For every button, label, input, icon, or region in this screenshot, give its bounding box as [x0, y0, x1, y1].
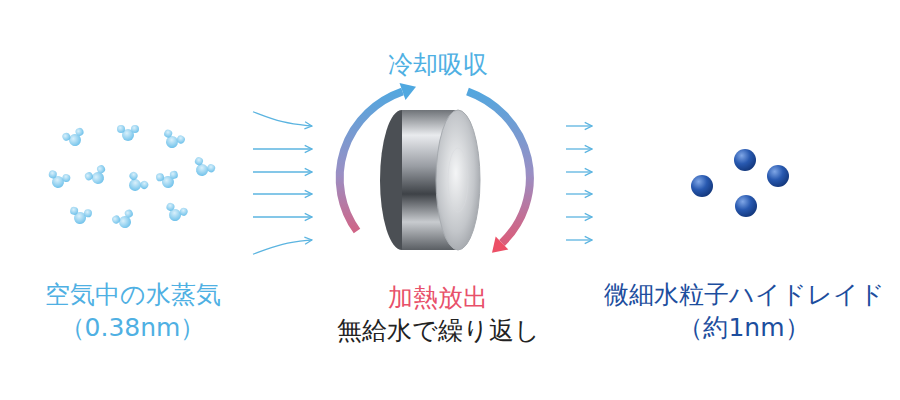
flow-line	[253, 148, 312, 149]
group-note: （0.38nm）	[60, 311, 206, 345]
flow-arrows	[566, 126, 592, 240]
vapour-molecules	[46, 125, 217, 232]
flow-line	[253, 240, 312, 254]
water-particles	[691, 149, 789, 217]
flow-line	[566, 148, 592, 149]
flow-line	[253, 216, 312, 217]
flow-line	[253, 193, 312, 194]
flow-line	[566, 216, 592, 217]
particle-group: 微細水粒子ハイドレイド（約1nm）	[598, 100, 890, 345]
group-note: 無給水で繰り返し	[337, 314, 540, 348]
flow-line	[253, 112, 312, 126]
flow-line	[566, 171, 592, 172]
group-title: 空気中の水蒸気	[45, 278, 221, 312]
group-note: 加熱放出	[388, 281, 488, 315]
flow-line	[253, 171, 312, 172]
flow-line	[566, 125, 592, 126]
flow-arrows	[253, 112, 312, 255]
group-title: 冷却吸収	[388, 48, 488, 82]
cycle-arrows	[340, 83, 530, 253]
device-group: 冷却吸収加熱放出無給水で繰り返し	[318, 48, 558, 348]
group-note: （約1nm）	[678, 311, 809, 345]
flow-line	[566, 239, 592, 240]
vapour-group: 空気中の水蒸気（0.38nm）	[20, 100, 245, 345]
flow-line	[566, 193, 592, 194]
metal-cylinder	[380, 110, 480, 250]
group-title: 微細水粒子ハイドレイド	[604, 278, 885, 312]
